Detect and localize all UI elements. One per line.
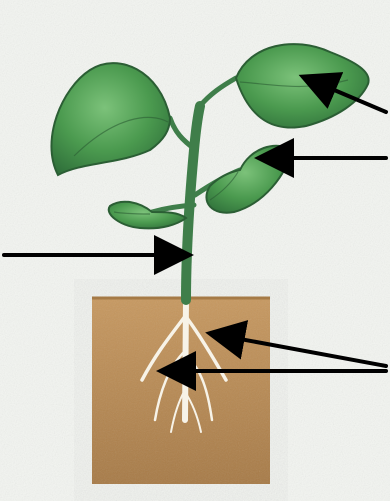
soil-block	[92, 298, 270, 484]
